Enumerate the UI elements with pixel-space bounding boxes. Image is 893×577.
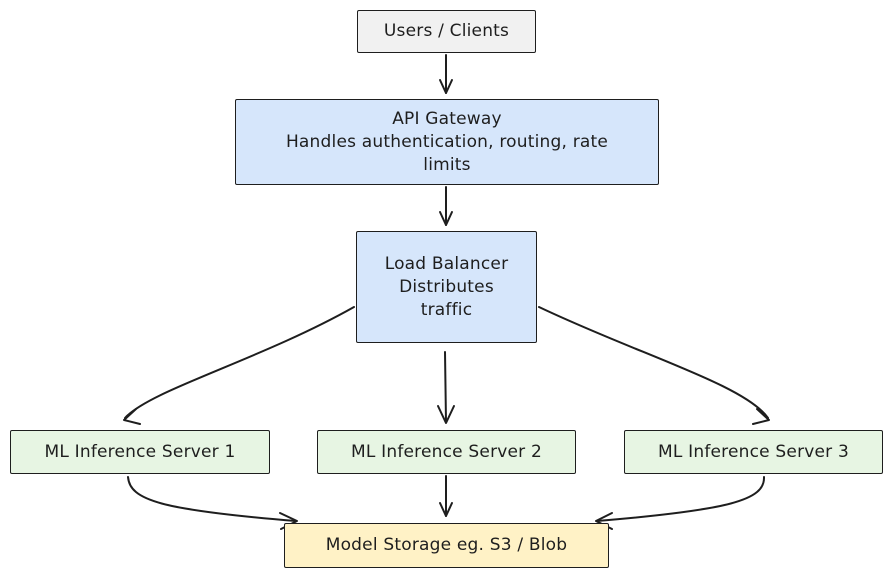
users-clients-label: Users / Clients bbox=[383, 21, 510, 41]
api-gateway-title: API Gateway bbox=[392, 108, 502, 129]
api-gateway-description-line-2: limits bbox=[423, 154, 471, 175]
arrowhead-gateway bbox=[439, 79, 453, 94]
model-storage-label: Model Storage eg. S3 / Blob bbox=[325, 535, 568, 555]
load-balancer-title: Load Balancer bbox=[384, 253, 509, 274]
ml-inference-server-1-label: ML Inference Server 1 bbox=[44, 441, 236, 462]
api-gateway-node: API Gateway Handles authentication, rout… bbox=[235, 99, 659, 185]
arrowhead-load-balancer bbox=[439, 211, 453, 226]
ml-inference-server-3-node: ML Inference Server 3 bbox=[624, 430, 883, 474]
model-storage-node: Model Storage eg. S3 / Blob bbox=[284, 523, 609, 568]
load-balancer-description-line-2: traffic bbox=[420, 299, 473, 320]
ml-inference-server-1-node: ML Inference Server 1 bbox=[10, 430, 270, 474]
load-balancer-node: Load Balancer Distributes traffic bbox=[356, 231, 537, 343]
arrowhead-server-3 bbox=[752, 408, 770, 425]
edge-server-1-to-storage bbox=[127, 476, 297, 522]
edge-load-balancer-to-server-1 bbox=[124, 306, 355, 419]
arrowhead-server-2 bbox=[437, 405, 455, 424]
edge-load-balancer-to-server-3 bbox=[538, 306, 769, 419]
edges-layer bbox=[123, 54, 770, 530]
edge-load-balancer-to-server-2 bbox=[444, 351, 447, 423]
load-balancer-description-line-1: Distributes bbox=[399, 276, 494, 297]
ml-inference-server-2-label: ML Inference Server 2 bbox=[350, 441, 542, 462]
api-gateway-description-line-1: Handles authentication, routing, rate bbox=[285, 131, 609, 152]
users-clients-node: Users / Clients bbox=[357, 10, 536, 53]
ml-inference-server-3-label: ML Inference Server 3 bbox=[657, 441, 849, 462]
ml-inference-server-2-node: ML Inference Server 2 bbox=[317, 430, 576, 474]
arrowhead-storage-center bbox=[439, 502, 453, 517]
arrowhead-server-1 bbox=[123, 408, 141, 425]
edge-server-3-to-storage bbox=[596, 476, 766, 522]
